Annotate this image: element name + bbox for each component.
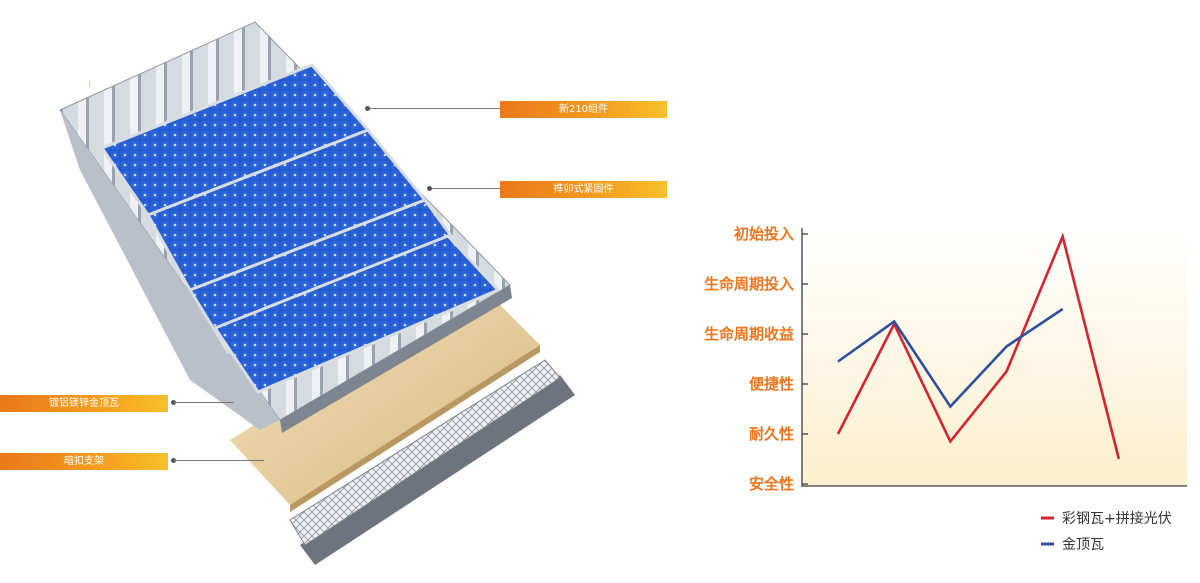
legend-label: 金顶瓦: [1062, 537, 1104, 553]
callout-module: 新210组件: [500, 101, 667, 118]
solar-module-array: [99, 63, 501, 394]
leader-module: [368, 108, 500, 109]
series-line-0: [836, 232, 1121, 460]
leader-roof-tile: [174, 402, 234, 403]
y-ticks: [802, 233, 808, 485]
callout-bracket: 暗扣支架: [0, 453, 168, 470]
y-tick-label: 便捷性: [749, 375, 794, 393]
leader-dot-fastener: [427, 186, 432, 191]
y-tick-label: 安全性: [749, 475, 794, 493]
y-tick-label: 生命周期收益: [704, 325, 794, 343]
marker-glyph: !: [88, 81, 92, 91]
roof-layer-diagram: !: [59, 21, 575, 565]
callout-roof-tile: 镀铝镁锌金顶瓦: [0, 395, 168, 412]
callout-fastener: 榫卯式紧固件: [500, 181, 667, 198]
support-truss-layer: [289, 359, 575, 565]
series-line-1: [837, 307, 1064, 409]
leader-bracket: [174, 460, 264, 461]
leader-dot-module: [365, 106, 370, 111]
y-tick-label: 生命周期投入: [704, 275, 794, 293]
insulation-layer: [230, 285, 540, 512]
leader-dot-bracket: [171, 458, 176, 463]
y-tick-label: 耐久性: [749, 425, 794, 443]
series-lines: [836, 232, 1121, 460]
leader-dot-roof-tile: [171, 400, 176, 405]
y-tick-label: 初始投入: [734, 225, 794, 243]
legend-label: 彩钢瓦+拼接光伏: [1062, 510, 1172, 527]
leader-fastener: [430, 188, 500, 189]
